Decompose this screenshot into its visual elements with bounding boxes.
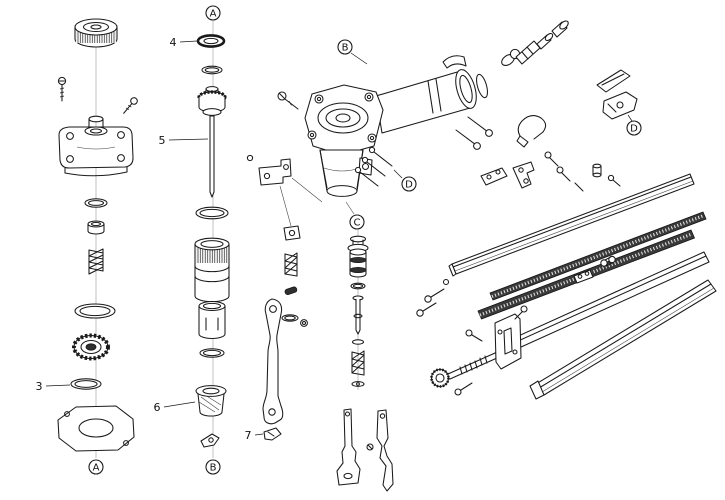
callout-a-top-label: A (210, 9, 217, 20)
rack-strip (489, 211, 707, 301)
body-screws (354, 146, 403, 187)
callout-d-right: D (626, 120, 642, 136)
bumper-part6 (195, 385, 227, 417)
exhaust-deflector (442, 55, 467, 69)
callout-b-top-label: B (342, 43, 349, 54)
callout-d-right-label: D (630, 124, 638, 135)
piston-driver-assembly (194, 21, 230, 458)
contact-arm-2 (376, 409, 394, 492)
contact-arm (336, 408, 361, 486)
callout-a-top: A (205, 5, 221, 21)
rail-cover-parts (596, 69, 638, 122)
nose-plate (465, 305, 528, 370)
cap-valve-assembly (57, 18, 138, 458)
screw (57, 76, 67, 102)
o-ring (201, 65, 223, 75)
magazine-base-rail (454, 279, 717, 400)
air-fitting (501, 20, 569, 66)
o-ring (199, 348, 225, 358)
gasket (57, 405, 135, 452)
screw (366, 443, 374, 451)
piston-head (197, 86, 227, 116)
screw (123, 97, 138, 114)
part-label-4: 4 (170, 36, 198, 49)
piston-gear (72, 333, 110, 361)
cylinder-cap (58, 115, 134, 177)
screw (416, 288, 445, 317)
clip-part7 (263, 427, 282, 441)
callout-c: C (349, 214, 365, 230)
trigger-valve-stack (347, 230, 369, 390)
handle-screws (455, 116, 493, 150)
trigger-linkage (262, 298, 284, 425)
svg-text:7: 7 (245, 429, 252, 442)
screw (277, 91, 299, 110)
callout-d-mid: D (401, 176, 417, 192)
tool-body (304, 69, 488, 197)
spacer-plate (573, 255, 616, 284)
o-ring-part3 (70, 378, 102, 390)
part-label-5: 5 (159, 134, 209, 147)
part-label-7: 7 (245, 429, 264, 442)
cylinder-sleeve (198, 300, 226, 340)
cylinder (194, 237, 230, 303)
knurled-cap (74, 18, 118, 48)
svg-text:6: 6 (154, 401, 161, 414)
callout-b-top: B (337, 39, 353, 55)
part-label-6: 6 (154, 401, 196, 414)
callout-d-mid-label: D (405, 180, 413, 191)
o-ring-large (195, 206, 229, 220)
o-ring (84, 198, 108, 208)
retainer-clip (200, 433, 220, 448)
tool-body-assembly (246, 20, 569, 492)
o-ring-large (74, 303, 116, 319)
spring (88, 248, 104, 275)
svg-text:3: 3 (36, 380, 43, 393)
seal-ring-part4 (196, 34, 226, 48)
magazine-rail (442, 173, 695, 286)
callout-a-bottom-label: A (93, 463, 100, 474)
svg-text:4: 4 (170, 36, 177, 49)
magazine-assembly (416, 69, 717, 400)
callout-b-bottom-label: B (210, 463, 217, 474)
part-label-3: 3 (36, 380, 71, 393)
callout-c-label: C (354, 218, 361, 229)
belt-hook (516, 115, 547, 148)
driver-blade-part5 (209, 115, 215, 198)
bushing (87, 220, 105, 235)
svg-text:5: 5 (159, 134, 166, 147)
hardware-cluster (480, 151, 621, 192)
mounting-bracket (246, 154, 323, 227)
callout-a-bottom: A (88, 459, 104, 475)
callout-b-bottom: B (205, 459, 221, 475)
trigger-parts (281, 225, 308, 327)
